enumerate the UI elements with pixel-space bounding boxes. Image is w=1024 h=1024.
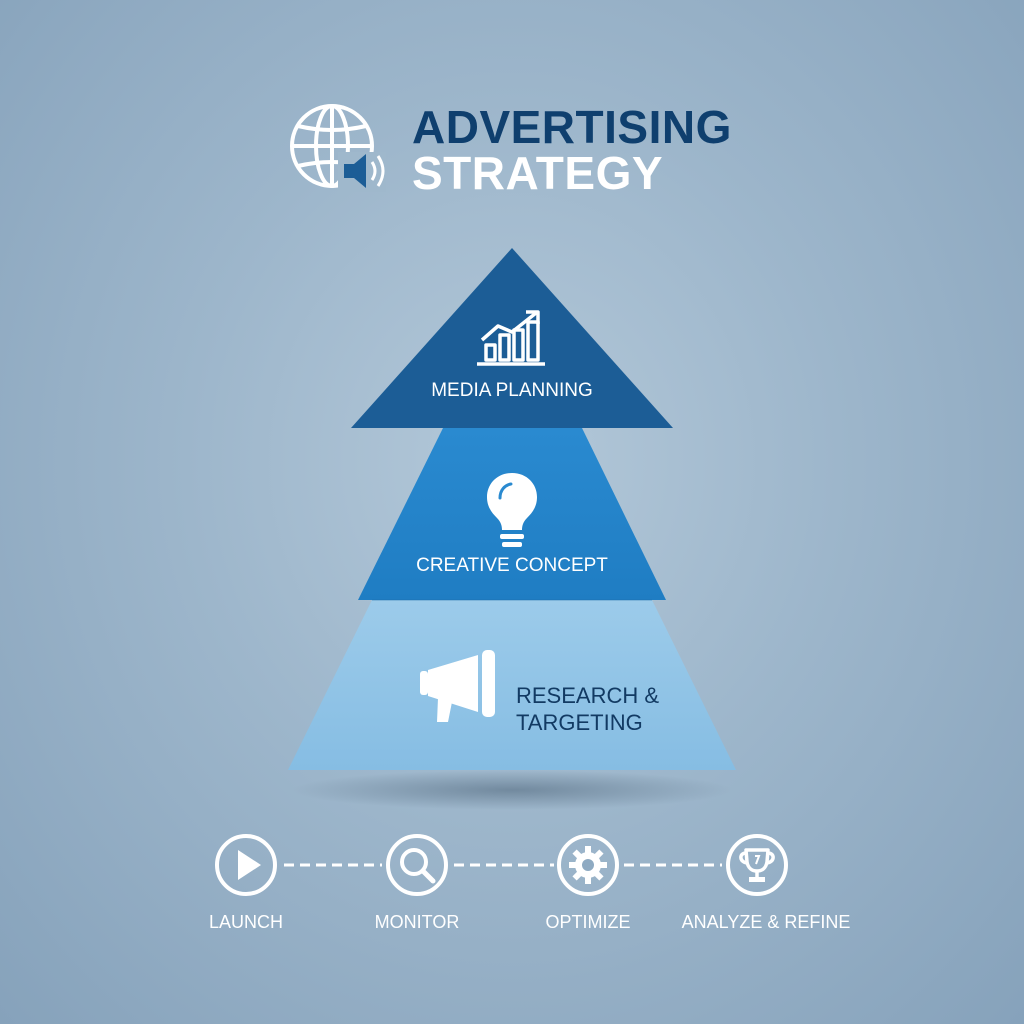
bar-chart-growth-icon <box>477 310 545 366</box>
tier-research-targeting <box>288 600 736 770</box>
step-analyze-refine-label: ANALYZE & REFINE <box>681 912 851 932</box>
step-monitor-label: MONITOR <box>374 912 460 932</box>
tier-creative-concept-label: CREATIVE CONCEPT <box>416 555 608 576</box>
lightbulb-icon <box>487 473 537 547</box>
title-advertising: ADVERTISING <box>412 101 732 153</box>
trophy-icon <box>726 834 788 896</box>
globe-with-speaker-icon <box>290 104 386 192</box>
magnifier-icon <box>386 834 448 896</box>
pyramid-shadow <box>292 770 732 810</box>
step-optimize-label: OPTIMIZE <box>545 912 631 932</box>
play-icon <box>215 834 277 896</box>
megaphone-icon <box>420 650 495 722</box>
gear-icon <box>557 834 619 896</box>
tier-targeting-label: TARGETING <box>516 710 643 735</box>
tier-media-planning-label: MEDIA PLANNING <box>431 380 593 401</box>
tier-media-planning <box>351 248 673 428</box>
step-launch-label: LAUNCH <box>208 912 283 932</box>
tier-research-label: RESEARCH & <box>516 683 660 708</box>
title-strategy: STRATEGY <box>412 147 664 199</box>
